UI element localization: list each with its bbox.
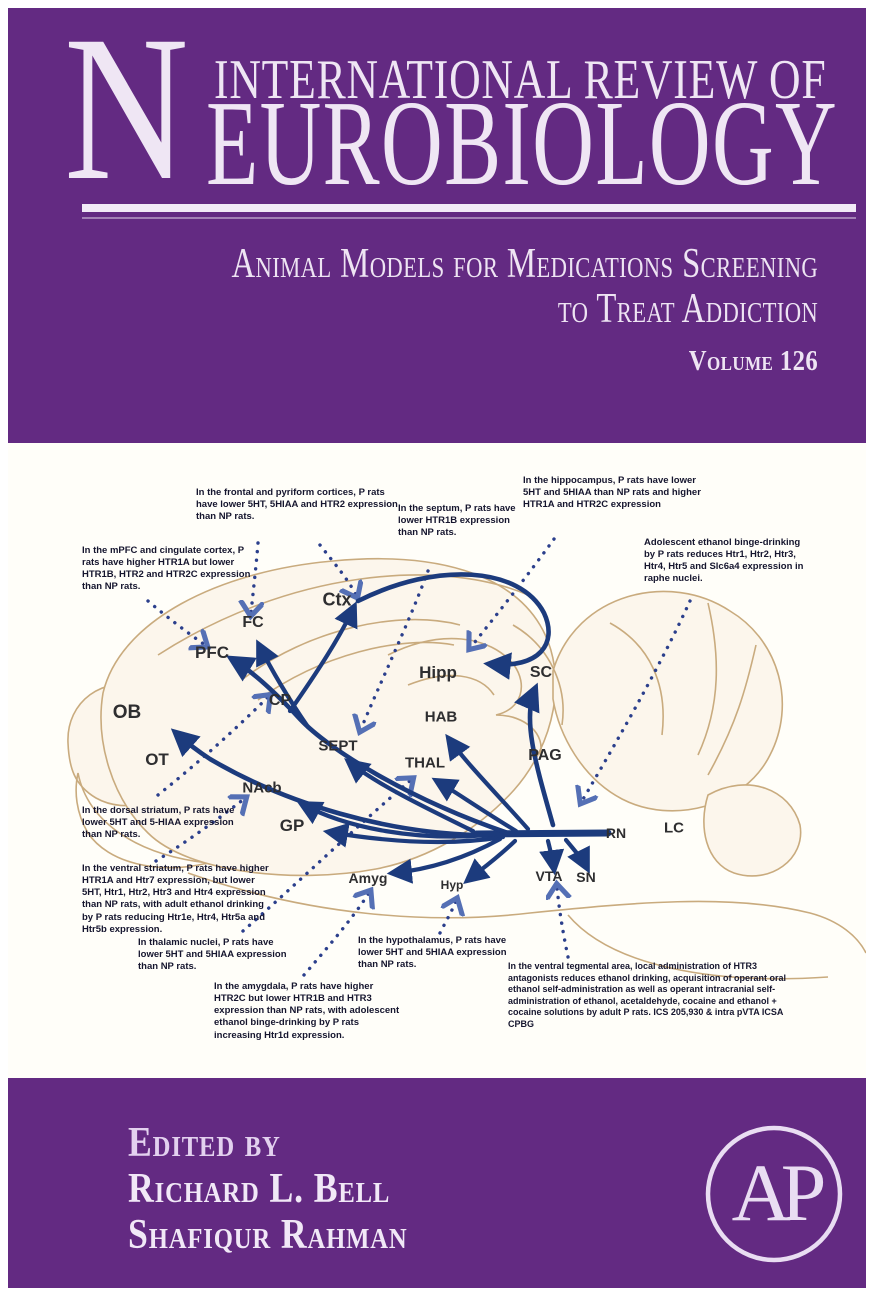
region-label-vta: VTA	[535, 868, 563, 884]
annotation-hypothalamus: In the hypothalamus, P rats have lower 5…	[358, 935, 507, 971]
title-initial: N	[64, 0, 189, 223]
editor-name-2: Shafiqur Rahman	[128, 1212, 408, 1259]
annotation-dorsal-striatum: In the dorsal striatum, P rats have lowe…	[82, 805, 235, 841]
region-label-ctx: Ctx	[322, 589, 352, 610]
region-label-sn: SN	[576, 869, 596, 885]
editors-block: Edited by Richard L. Bell Shafiqur Rahma…	[128, 1120, 457, 1259]
logo-monogram: AP	[732, 1147, 824, 1238]
projection-arrows	[170, 572, 612, 884]
volume-number: Volume 126	[688, 344, 818, 377]
region-label-pag: PAG	[528, 747, 562, 764]
rat-brain-sagittal-illustration	[67, 537, 866, 980]
region-label-cp: CP	[268, 692, 292, 709]
annotation-amygdala: In the amygdala, P rats have higher HTR2…	[214, 981, 400, 1041]
title-rule-shadow	[82, 217, 856, 219]
brain-diagram-panel: Ctx FC PFC OB OT CP SEPT NAcb GP Hipp HA…	[8, 443, 866, 1078]
region-label-hab: HAB	[424, 708, 458, 726]
annotation-septum: In the septum, P rats have lower HTR1B e…	[398, 503, 516, 539]
region-label-hyp: Hyp	[440, 878, 464, 892]
region-label-sept: SEPT	[318, 737, 358, 755]
annotation-frontal-cortex: In the frontal and pyriform cortices, P …	[196, 487, 398, 523]
subtitle-line2: to Treat Addiction	[557, 286, 818, 333]
region-label-ot: OT	[145, 750, 169, 769]
book-cover: N INTERNATIONAL REVIEW OF EUROBIOLOGY An…	[8, 4, 866, 1288]
editor-name-1: Richard L. Bell	[128, 1166, 391, 1213]
region-label-hipp: Hipp	[419, 663, 457, 682]
annotation-mpfc-cingulate: In the mPFC and cingulate cortex, P rats…	[82, 545, 251, 593]
annotation-thalamic-nuclei: In thalamic nuclei, P rats have lower 5H…	[138, 937, 287, 973]
region-label-ob: OB	[112, 702, 142, 723]
region-label-rn: RN	[605, 825, 627, 841]
annotation-vta: In the ventral tegmental area, local adm…	[508, 961, 787, 1029]
region-label-pfc: PFC	[195, 643, 229, 662]
region-label-gp: GP	[279, 816, 305, 835]
region-label-thal: THAL	[405, 754, 445, 772]
annotation-hippocampus: In the hippocampus, P rats have lower 5H…	[523, 475, 701, 511]
edited-by-label: Edited by	[128, 1120, 281, 1166]
annotation-ventral-striatum: In the ventral striatum, P rats have hig…	[82, 863, 269, 935]
academic-press-logo: AP	[705, 1125, 843, 1263]
region-label-amyg: Amyg	[348, 870, 388, 886]
dotted-annotation-arrows	[146, 537, 692, 977]
annotation-raphe-nuclei: Adolescent ethanol binge-drinking by P r…	[644, 537, 804, 585]
logo-circle	[705, 1125, 843, 1263]
volume-subtitle: Animal Models for Medications Screening …	[66, 241, 818, 378]
subtitle-line1: Animal Models for Medications Screening	[231, 241, 818, 287]
title-rule	[82, 204, 856, 212]
region-label-lc: LC	[664, 819, 684, 837]
series-title-top: INTERNATIONAL REVIEW OF	[214, 49, 827, 111]
region-label-fc: FC	[242, 614, 264, 631]
region-label-nacb: NAcb	[242, 779, 282, 797]
region-label-sc: SC	[529, 664, 553, 681]
series-title-main: EUROBIOLOGY	[206, 76, 839, 211]
